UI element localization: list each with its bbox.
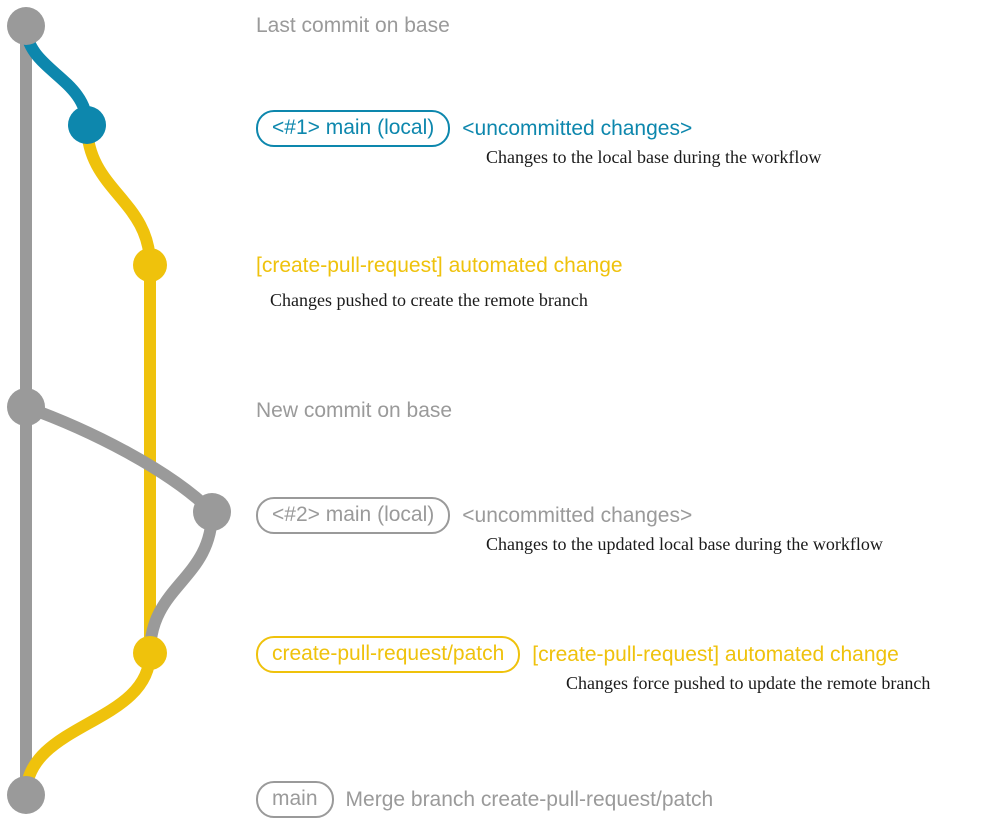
- row-new-commit-on-base: New commit on base: [256, 398, 452, 423]
- row-headline: New commit on base: [256, 399, 453, 422]
- node-local-main-2[interactable]: [193, 493, 231, 531]
- row-automated-change-2: create-pull-request/patch [create-pull-r…: [256, 636, 899, 673]
- row-headline: [create-pull-request] automated change: [532, 643, 899, 666]
- node-automated-change-2[interactable]: [133, 636, 167, 670]
- row-subtext-automated-change-2: Changes force pushed to update the remot…: [566, 673, 931, 693]
- node-automated-change-1[interactable]: [133, 248, 167, 282]
- edge-local-main-2-to-automated-change-2: [144, 506, 218, 659]
- row-headline: <uncommitted changes>: [462, 504, 693, 527]
- row-last-commit-on-base: Last commit on base: [256, 13, 450, 38]
- row-merge-commit: main Merge branch create-pull-request/pa…: [256, 781, 713, 818]
- row-local-main-2: <#2> main (local) <uncommitted changes>: [256, 497, 692, 534]
- ref-badge-local-main-2[interactable]: <#2> main (local): [256, 497, 451, 534]
- node-last-commit-on-base[interactable]: [7, 7, 45, 45]
- row-subtext-local-main-1: Changes to the local base during the wor…: [486, 147, 822, 167]
- row-headline: Last commit on base: [256, 14, 450, 37]
- row-subtext-local-main-2: Changes to the updated local base during…: [486, 534, 883, 554]
- ref-badge-create-pull-request-patch[interactable]: create-pull-request/patch: [256, 636, 521, 673]
- edge-automated-change-2-to-merge: [20, 647, 156, 801]
- row-headline: [create-pull-request] automated change: [256, 254, 623, 277]
- row-subtext-automated-change-1: Changes pushed to create the remote bran…: [270, 290, 588, 310]
- node-new-commit-on-base[interactable]: [7, 388, 45, 426]
- node-merge-commit[interactable]: [7, 776, 45, 814]
- node-local-main-1[interactable]: [68, 106, 106, 144]
- edge-new-base-to-local-main-2: [20, 401, 218, 518]
- ref-badge-local-main-1[interactable]: <#1> main (local): [256, 110, 451, 147]
- ref-badge-main[interactable]: main: [256, 781, 334, 818]
- row-headline: <uncommitted changes>: [462, 117, 693, 140]
- edge-local-main-1-to-automated-change-1: [81, 119, 156, 271]
- row-automated-change-1: [create-pull-request] automated change: [256, 253, 623, 278]
- row-headline: Merge branch create-pull-request/patch: [345, 788, 714, 811]
- row-local-main-1: <#1> main (local) <uncommitted changes>: [256, 110, 692, 147]
